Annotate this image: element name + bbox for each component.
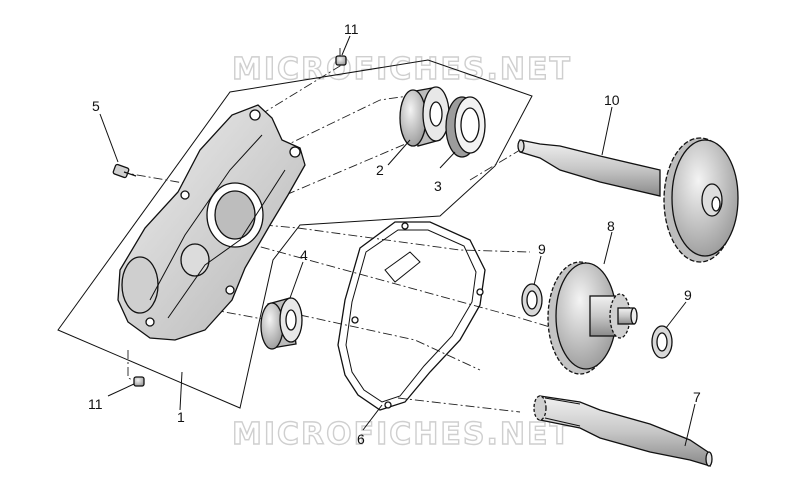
dowel-pin-top — [335, 55, 347, 66]
part-labels: 1 2 3 4 5 6 7 8 9 9 10 11 11 — [88, 21, 701, 447]
label-part-6: 6 — [357, 431, 365, 447]
label-part-7: 7 — [693, 389, 701, 405]
label-part-8: 8 — [607, 218, 615, 234]
transmission-cover — [117, 104, 306, 341]
label-part-5: 5 — [92, 98, 100, 114]
dowel-pin-bottom — [133, 376, 145, 387]
label-part-11-top: 11 — [344, 21, 359, 37]
drive-shaft — [533, 395, 713, 467]
cover-screw — [112, 163, 137, 179]
label-part-10: 10 — [604, 92, 620, 108]
leader-lines — [99, 35, 696, 447]
bearing-upper — [399, 86, 450, 147]
thrust-washer-right — [651, 325, 673, 359]
label-part-9-left: 9 — [538, 241, 546, 257]
driven-shaft — [517, 137, 739, 263]
label-part-2: 2 — [376, 162, 384, 178]
cover-gasket — [337, 221, 486, 411]
thrust-washer-left — [521, 283, 543, 317]
label-part-4: 4 — [300, 247, 308, 263]
intermediate-gear — [547, 261, 638, 375]
watermark-bottom: MICROFICHES.NET — [232, 417, 572, 452]
cover-group-outline — [57, 59, 533, 409]
oil-seal — [445, 96, 486, 158]
watermark-top: MICROFICHES.NET — [232, 52, 572, 87]
label-part-1: 1 — [177, 409, 185, 425]
label-part-11-bottom: 11 — [88, 396, 103, 412]
label-part-9-right: 9 — [684, 287, 692, 303]
label-part-3: 3 — [434, 178, 442, 194]
bearing-lower — [260, 297, 303, 350]
